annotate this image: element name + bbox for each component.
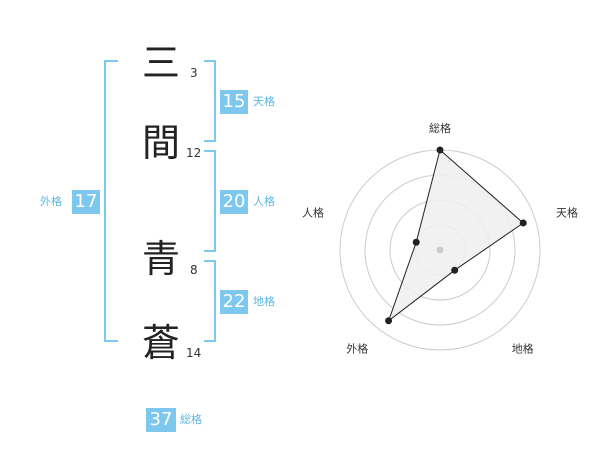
- gaikaku-bracket: [104, 60, 118, 342]
- radar-point-1: [436, 146, 444, 154]
- radar-axis-label-4: 外格: [346, 342, 368, 356]
- tenkaku-label: 天格: [253, 95, 275, 108]
- radar-center: [436, 246, 444, 254]
- gaikaku-label: 外格: [40, 195, 62, 208]
- radar-axis-label-2: 天格: [556, 205, 578, 219]
- name-character-2: 間: [141, 121, 180, 165]
- radar-axis-label-5: 人格: [302, 205, 324, 219]
- radar-point-2: [519, 219, 527, 227]
- stroke-count-1: 3: [190, 66, 198, 80]
- chikaku-label: 地格: [253, 295, 275, 308]
- chikaku-value-badge: 22: [220, 290, 248, 314]
- tenkaku-bracket: [204, 60, 216, 142]
- jinkaku-bracket: [204, 150, 216, 252]
- soukaku-value-badge: 37: [146, 408, 176, 432]
- chikaku-bracket: [204, 260, 216, 342]
- stroke-count-2: 12: [186, 146, 202, 160]
- tenkaku-value-badge: 15: [220, 90, 248, 114]
- radar-point-4: [385, 317, 393, 325]
- radar-axis-label-3: 地格: [512, 342, 534, 356]
- radar-point-5: [412, 238, 420, 246]
- soukaku-label: 総格: [180, 413, 202, 426]
- stroke-count-3: 8: [190, 263, 198, 277]
- name-character-3: 青: [141, 237, 180, 281]
- stroke-count-4: 14: [186, 346, 202, 360]
- radar-polygon: [387, 149, 525, 323]
- jinkaku-value-badge: 20: [220, 190, 248, 214]
- gaikaku-value-badge: 17: [72, 190, 100, 214]
- jinkaku-label: 人格: [253, 195, 275, 208]
- radar-point-3: [451, 266, 459, 274]
- name-character-1: 三: [141, 41, 180, 85]
- radar-axis-label-1: 総格: [429, 121, 451, 135]
- name-character-4: 蒼: [141, 321, 180, 365]
